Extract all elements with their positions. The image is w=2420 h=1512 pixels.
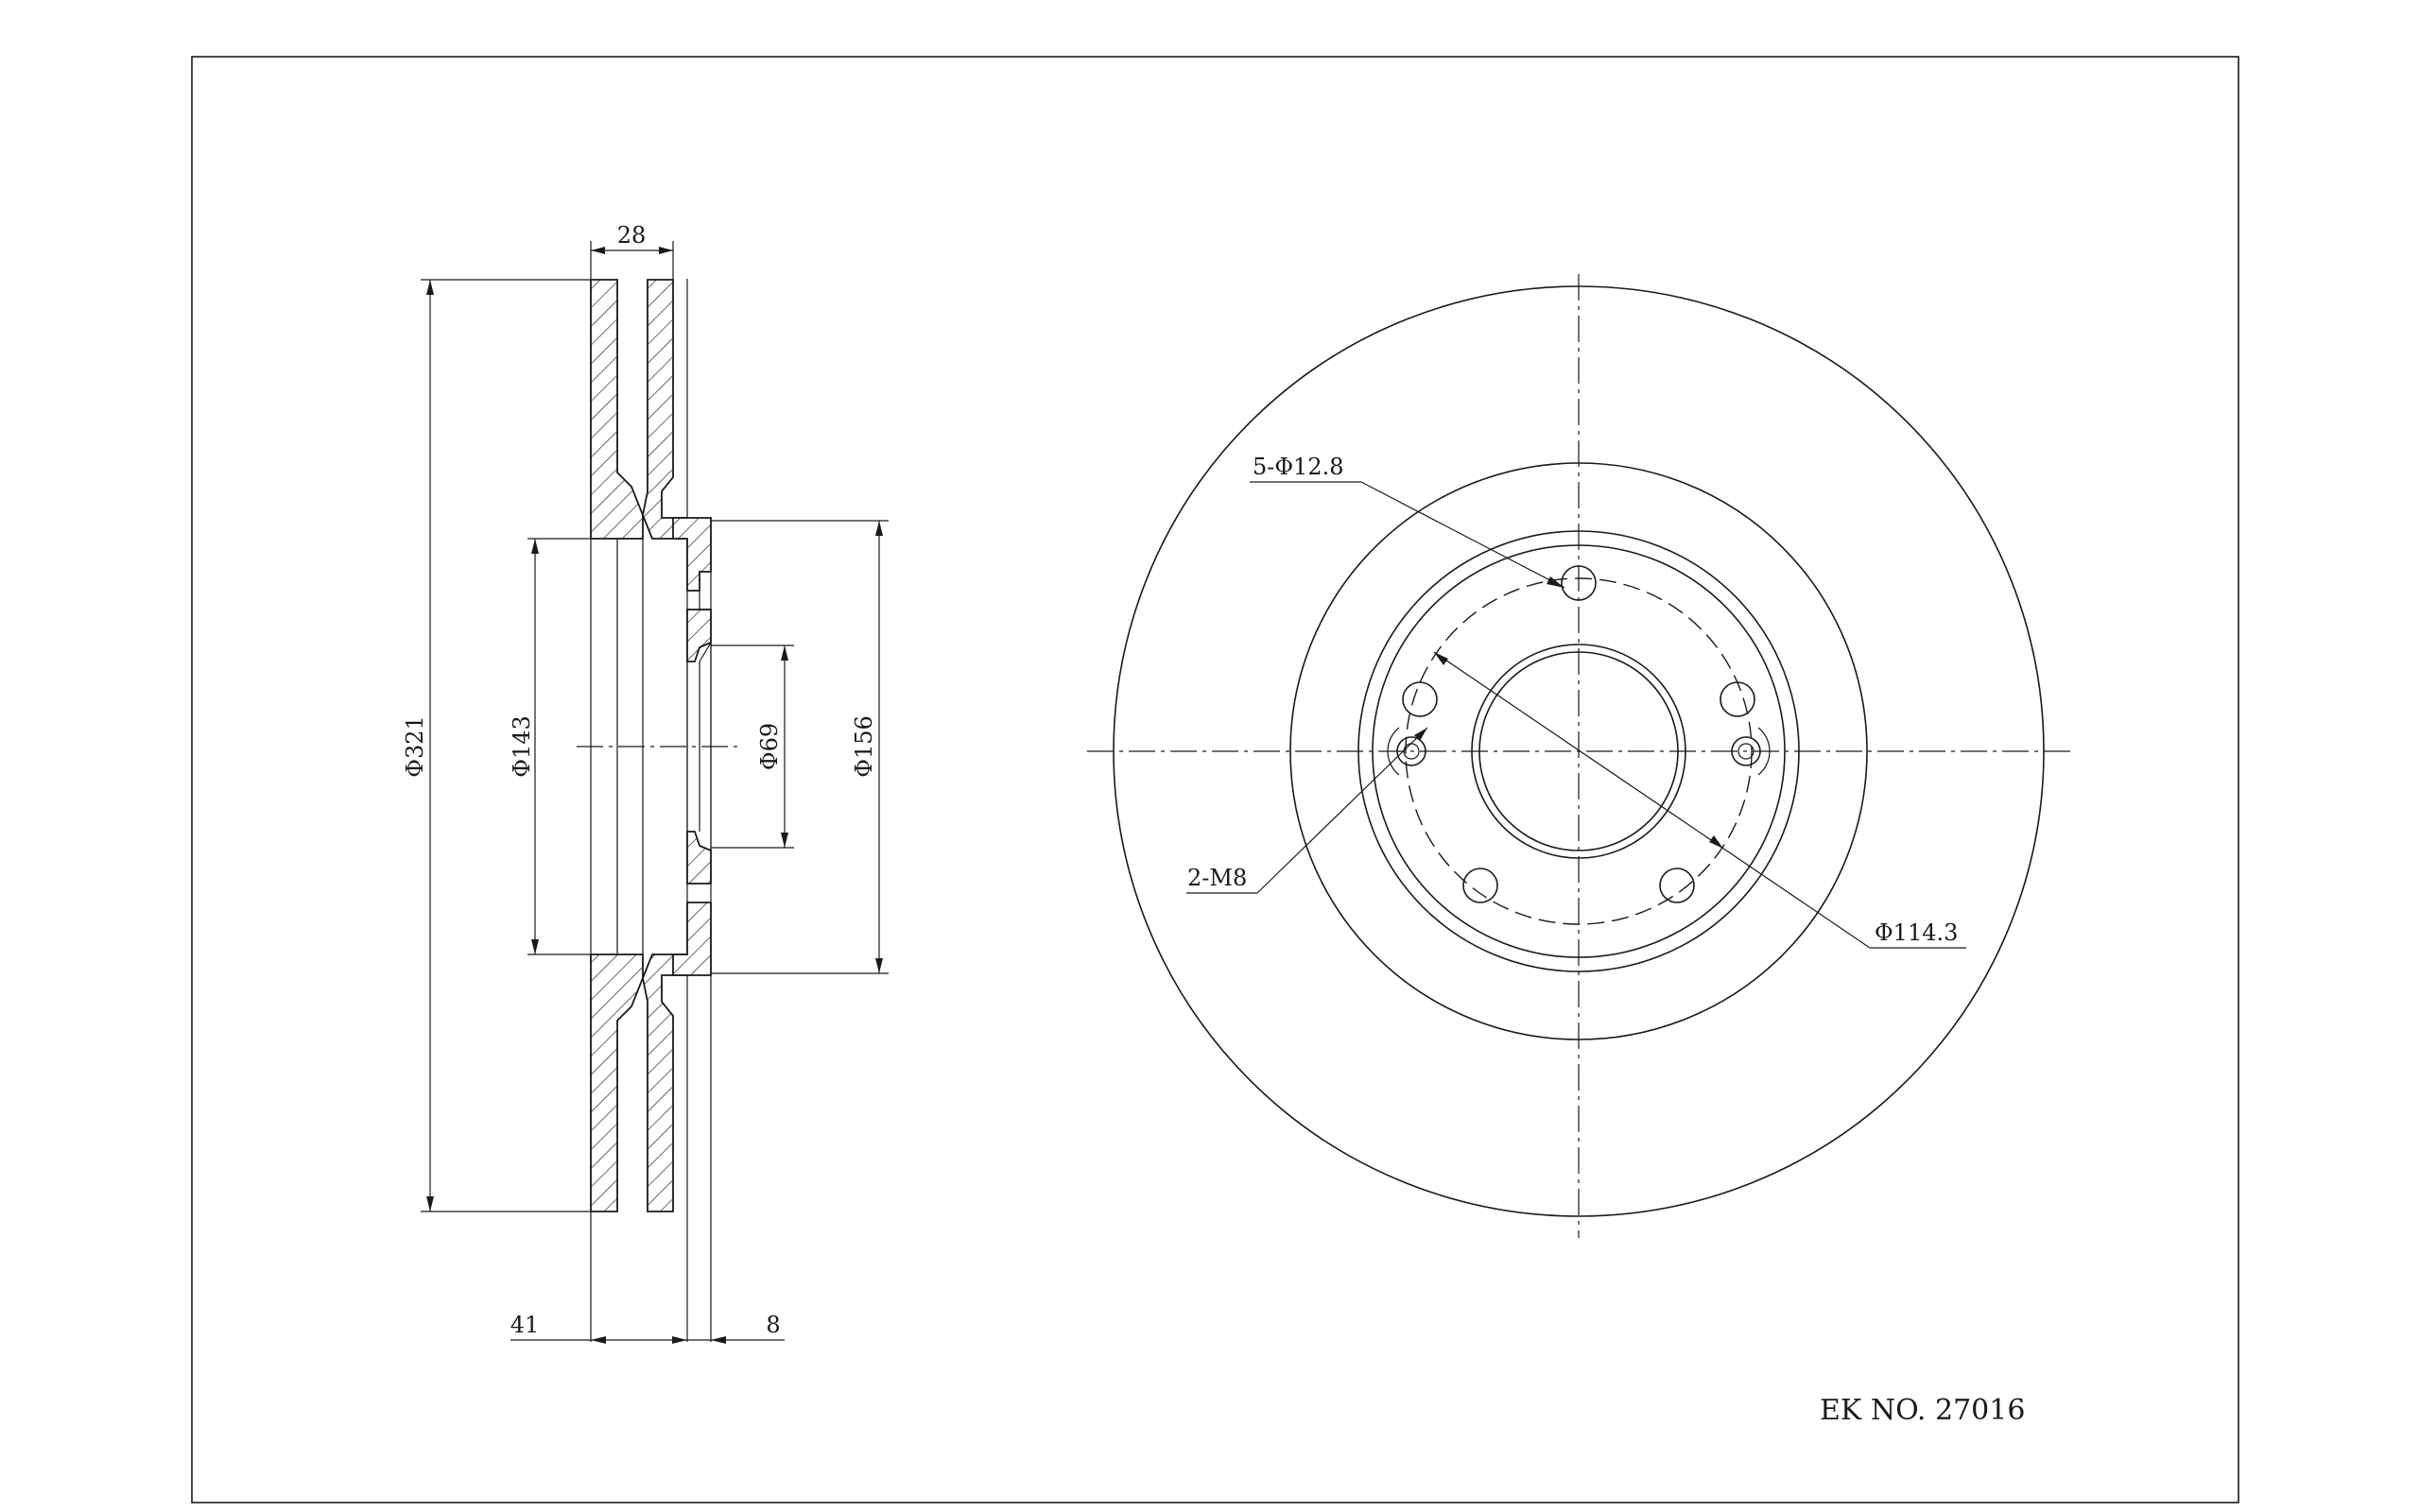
threaded-hole [1731, 736, 1761, 766]
callout-bolt-holes: 5-Φ12.8 [1253, 454, 1344, 480]
drawing-border [191, 56, 2239, 1503]
friction-plate-inner-upper [590, 279, 644, 540]
threaded-hole [1396, 736, 1426, 766]
friction-plate-inner-lower [590, 954, 644, 1212]
threaded-hole-core [1737, 743, 1754, 760]
friction-plate-outer-upper [642, 279, 688, 540]
dim-hat-diameter-label: Φ143 [509, 715, 535, 777]
side-section-view: 28 Φ321 Φ143 Φ69 Φ156 41 [402, 222, 889, 1344]
front-view: 5-Φ12.8 2-M8 Φ114.3 [1087, 274, 2075, 1238]
friction-ring-inner-edge [1289, 462, 1868, 1040]
callout-pcd: Φ114.3 [1875, 919, 1958, 946]
hub-face-edge [1372, 544, 1786, 958]
hat-wall-lower [672, 902, 712, 976]
dim-total-height-label: 41 [510, 1312, 540, 1338]
callout-threads: 2-M8 [1187, 865, 1247, 891]
dim-thickness-label: 28 [617, 222, 647, 249]
bolt-hole [1402, 681, 1438, 717]
dim-outer-diameter-label: Φ321 [402, 715, 428, 777]
rotor-outer-edge [1113, 285, 2045, 1217]
bolt-hole [1659, 868, 1695, 903]
bolt-hole [1561, 565, 1597, 601]
hat-wall-upper [672, 517, 712, 592]
dim-hub-face-label: Φ156 [851, 715, 877, 777]
bolt-pitch-circle [1405, 577, 1753, 925]
part-number-label: EK NO. 27016 [1820, 1394, 2025, 1427]
center-bore-inner [1478, 651, 1679, 851]
hat-outer-edge [1357, 530, 1800, 972]
center-bore-outer [1471, 644, 1686, 859]
bolt-hole [1462, 868, 1498, 903]
dim-hat-thickness-label: 8 [766, 1312, 780, 1338]
dim-center-bore-label: Φ69 [756, 723, 783, 770]
bolt-hole [1720, 681, 1755, 717]
friction-plate-outer-lower [642, 954, 688, 1212]
